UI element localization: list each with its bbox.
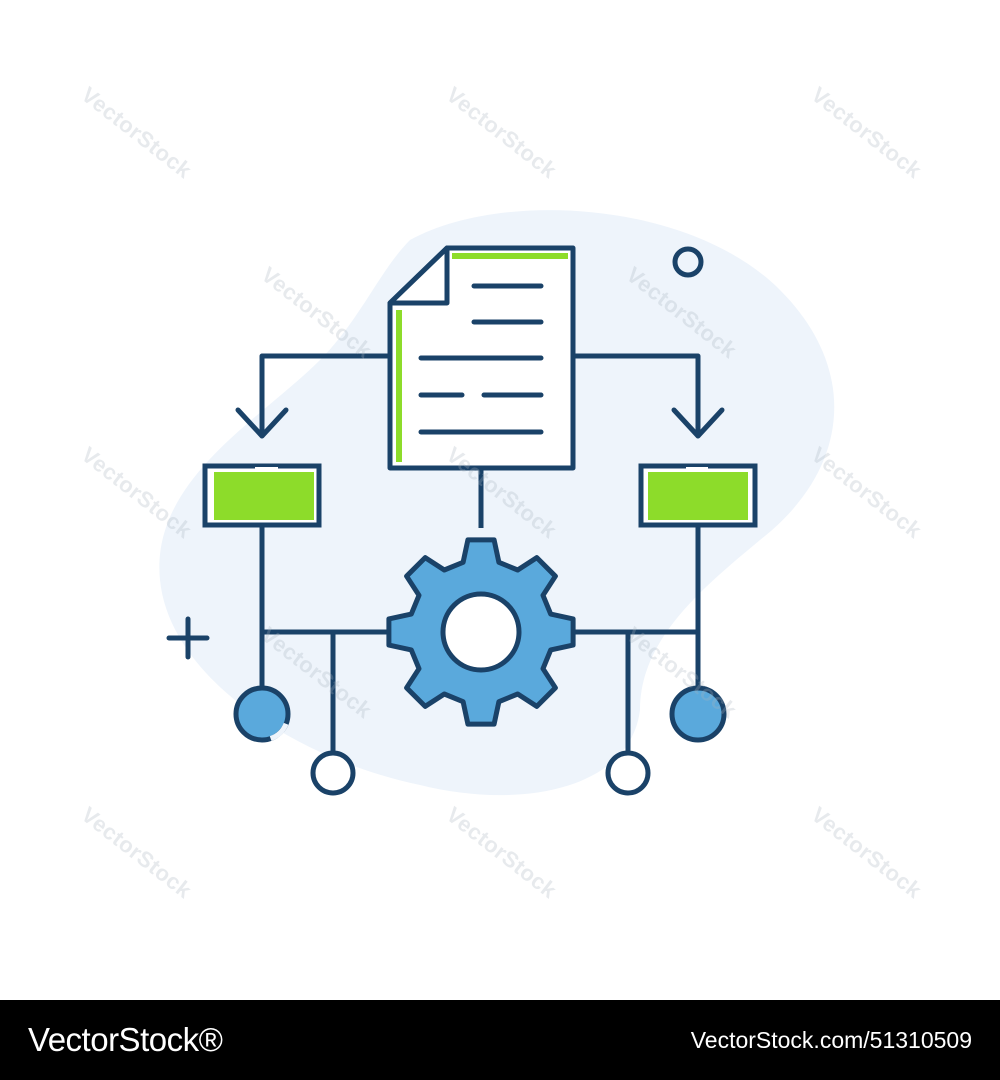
plus-icon (166, 616, 210, 660)
folder-left-icon (202, 463, 322, 528)
small-circle-icon (672, 246, 704, 278)
brand-logo: VectorStock® (28, 1021, 223, 1058)
footer-bar: VectorStock® VectorStock.com/51310509 (0, 1000, 1000, 1080)
node-circle-icon (669, 685, 727, 743)
node-circle-icon (605, 750, 651, 796)
node-circle-icon (310, 750, 356, 796)
node-circle-icon (233, 685, 291, 743)
document-icon (387, 245, 576, 471)
arrow-down-left-icon (235, 407, 289, 439)
arrow-down-right-icon (671, 407, 725, 439)
stock-id: VectorStock.com/51310509 (690, 1026, 972, 1053)
folder-right-icon (638, 463, 758, 528)
connector-lines (259, 353, 701, 752)
workflow-diagram (159, 210, 835, 796)
gear-icon (386, 537, 576, 727)
